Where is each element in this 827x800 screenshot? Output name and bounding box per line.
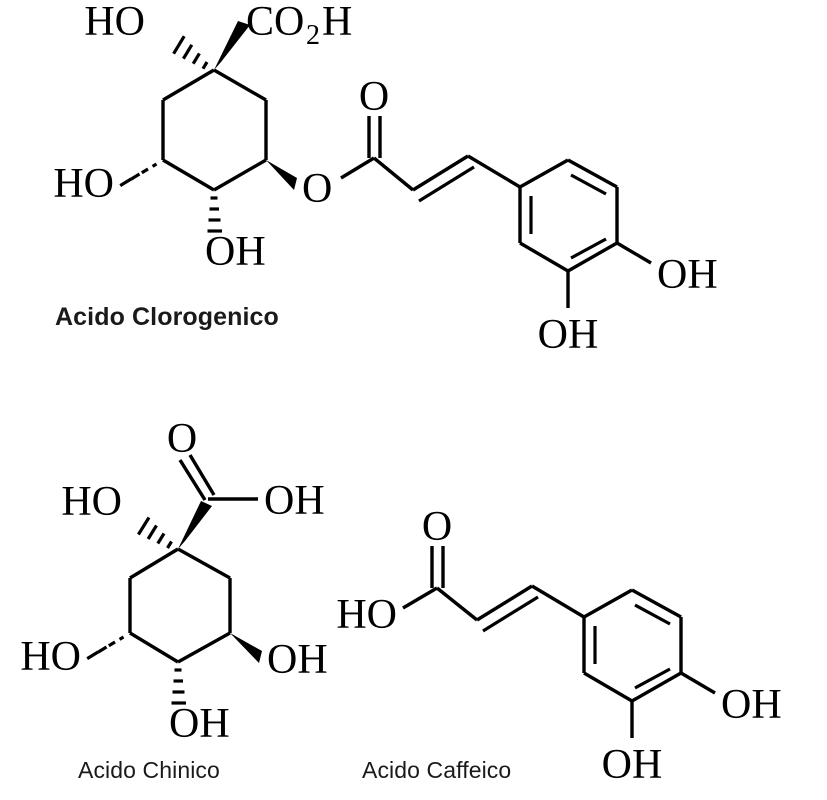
ring-bond: [177, 631, 231, 664]
ring-bond: [129, 547, 179, 580]
bond-alkene-double-a: [412, 154, 469, 192]
aryl-bond: [567, 158, 618, 189]
label-O-carbonyl: O: [359, 74, 389, 120]
label-OH-aryl-3-caffeic: OH: [602, 742, 663, 788]
caption-chlorogenic-acid: Acido Clorogenico: [55, 303, 279, 331]
hash-wedge-c1-hydroxyl: [172, 35, 209, 70]
label-CO-c1: CO: [246, 0, 304, 45]
label-OH-aryl-4: OH: [657, 252, 718, 298]
aryl-bond: [519, 241, 569, 273]
label-HO-c1: HO: [84, 0, 145, 45]
bond-alkene-double-b: [418, 165, 475, 203]
aryl-bond: [583, 671, 633, 703]
hash-wedge-c1-hydroxyl-quinic: [137, 516, 173, 549]
label-H-c1: H: [322, 0, 352, 45]
bold-wedge-c1-carboxyl-quinic: [178, 501, 212, 549]
aryl-bond: [583, 588, 633, 619]
aryl-bond: [631, 588, 682, 619]
ring-bond: [177, 547, 231, 580]
label-sub2-c1: 2: [306, 20, 320, 51]
hash-wedge-c3-hydroxyl-quinic: [171, 668, 186, 705]
ring-bond: [162, 68, 215, 102]
hash-wedge-c3-hydroxyl: [207, 196, 222, 233]
ring-bond: [213, 68, 267, 102]
aryl-inner-bond: [634, 667, 671, 690]
aromatic-ring-caffeic: [582, 588, 683, 703]
bond-acyl-to-alkene: [372, 156, 415, 192]
label-O-ester: O: [302, 166, 332, 212]
ring-bond: [162, 158, 215, 192]
label-HO-caffeic: HO: [336, 592, 397, 638]
label-OH-aryl-4-caffeic: OH: [721, 682, 782, 728]
hash-wedge-c4-hydroxyl: [119, 162, 158, 187]
aryl-inner-bond: [570, 237, 607, 260]
aryl-inner-bond: [634, 603, 671, 626]
label-HO-c1-quinic: HO: [61, 479, 122, 525]
label-O-carbonyl-caffeic: O: [422, 504, 452, 550]
bond-aryl-4-hydroxyl-caffeic: [680, 671, 716, 695]
cyclohexane-ring-chlorogenic: [161, 68, 268, 192]
label-O-carboxyl-quinic: O: [167, 416, 197, 462]
caption-caffeic-acid: Acido Caffeico: [362, 757, 512, 783]
aryl-inner-bond: [570, 173, 607, 196]
aryl-bond: [631, 671, 682, 703]
label-HO-c4-quinic: HO: [20, 634, 81, 680]
bond-acyl-to-alkene-caffeic: [435, 586, 479, 622]
cyclohexane-ring-quinic: [128, 547, 232, 664]
label-OH-carboxyl-quinic: OH: [264, 478, 325, 524]
label-OH-aryl-3: OH: [538, 312, 599, 358]
hash-wedge-c4-hydroxyl-quinic: [86, 635, 125, 660]
bond-alkene-to-aryl: [467, 154, 521, 189]
bond-carboxyl-to-HO-caffeic: [402, 586, 438, 610]
label-HO-c4: HO: [53, 161, 114, 207]
ring-bond: [129, 631, 179, 664]
aryl-bond: [519, 158, 569, 189]
ring-bond: [213, 158, 267, 192]
label-OH-c3-quinic: OH: [169, 701, 230, 747]
aromatic-ring-chlorogenic: [518, 158, 619, 273]
bold-wedge-c5-hydroxyl-quinic: [230, 633, 262, 663]
bond-carboxyl-double-b-quinic: [188, 454, 216, 496]
bond-alkene-double-a-caffeic: [476, 584, 533, 622]
caption-quinic-acid: Acido Chinico: [78, 757, 220, 783]
bond-alkene-to-aryl-caffeic: [531, 584, 585, 619]
bold-wedge-c5-ester: [266, 160, 297, 190]
bond-aryl-4-hydroxyl: [616, 241, 652, 265]
bold-wedge-c1-carboxyl: [214, 21, 250, 70]
label-OH-c5-quinic: OH: [267, 637, 328, 683]
aryl-bond: [567, 241, 618, 273]
bond-ester-O-to-carbonyl: [340, 156, 375, 180]
label-OH-c3: OH: [205, 229, 266, 275]
bond-alkene-double-b-caffeic: [482, 595, 539, 633]
bond-carboxyl-double-a-quinic: [178, 459, 207, 501]
